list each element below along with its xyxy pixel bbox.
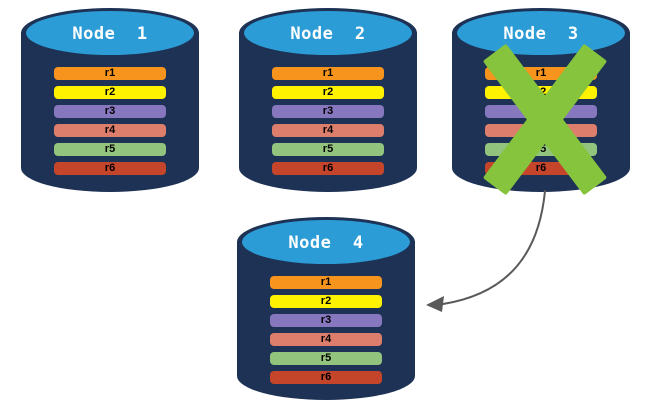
node-2-cylinder-top: Node 2	[244, 11, 412, 55]
node-1-record-r4: r4	[54, 124, 166, 137]
record-r6-label: r6	[322, 162, 334, 174]
node-2-records: r1 r2 r3 r4 r5 r6	[272, 67, 384, 175]
node-2-record-r2: r2	[272, 86, 384, 99]
record-r1-label: r1	[535, 67, 547, 79]
arrow-curve	[442, 190, 546, 305]
node-4: Node 4 r1 r2 r3 r4 r5 r6	[237, 217, 415, 400]
record-r4-label: r4	[320, 333, 332, 345]
record-r5-label: r5	[535, 143, 547, 155]
record-r1-label: r1	[320, 276, 332, 288]
record-r3-label: r3	[322, 105, 334, 117]
node-4-record-r3: r3	[270, 314, 382, 327]
node-4-cylinder-top: Node 4	[242, 220, 410, 264]
node-1-record-r2: r2	[54, 86, 166, 99]
node-4-records: r1 r2 r3 r4 r5 r6	[270, 276, 382, 384]
record-r3-label: r3	[320, 314, 332, 326]
node-4-record-r2: r2	[270, 295, 382, 308]
record-r6-label: r6	[104, 162, 116, 174]
record-r2-label: r2	[322, 86, 334, 98]
record-r6-label: r6	[535, 162, 547, 174]
record-r1-label: r1	[322, 67, 334, 79]
node-4-record-r6: r6	[270, 371, 382, 384]
record-r2-label: r2	[104, 86, 116, 98]
node-3: Node 3 r1 r2 r3 r4 r5 r6	[452, 8, 630, 196]
record-r2-label: r2	[320, 295, 332, 307]
record-r5-label: r5	[320, 352, 332, 364]
record-r6-label: r6	[320, 371, 332, 383]
node-2-record-r3: r3	[272, 105, 384, 118]
record-r5-label: r5	[104, 143, 116, 155]
record-r3-label: r3	[104, 105, 116, 117]
node-2-record-r4: r4	[272, 124, 384, 137]
record-r1-label: r1	[104, 67, 116, 79]
node-1-record-r5: r5	[54, 143, 166, 156]
node-1: Node 1 r1 r2 r3 r4 r5 r6	[21, 8, 199, 192]
arrow-head	[426, 296, 444, 312]
node-1-record-r6: r6	[54, 162, 166, 175]
node-3-failure-x-icon	[482, 43, 608, 196]
node-2-title: Node 2	[290, 23, 366, 44]
node-2-record-r6: r6	[272, 162, 384, 175]
node-3-cylinder-top: Node 3	[457, 11, 625, 55]
node-1-record-r3: r3	[54, 105, 166, 118]
record-r4-label: r4	[104, 124, 116, 136]
node-4-record-r4: r4	[270, 333, 382, 346]
node-1-cylinder-top: Node 1	[26, 11, 194, 55]
node-2-record-r5: r5	[272, 143, 384, 156]
node-4-record-r5: r5	[270, 352, 382, 365]
node-4-record-r1: r1	[270, 276, 382, 289]
node-2: Node 2 r1 r2 r3 r4 r5 r6	[239, 8, 417, 192]
node-1-records: r1 r2 r3 r4 r5 r6	[54, 67, 166, 175]
node-3-title: Node 3	[503, 23, 579, 44]
node-1-record-r1: r1	[54, 67, 166, 80]
node-1-title: Node 1	[72, 23, 148, 44]
record-r4-label: r4	[322, 124, 334, 136]
record-r5-label: r5	[322, 143, 334, 155]
node-2-record-r1: r1	[272, 67, 384, 80]
node-4-title: Node 4	[288, 232, 364, 253]
